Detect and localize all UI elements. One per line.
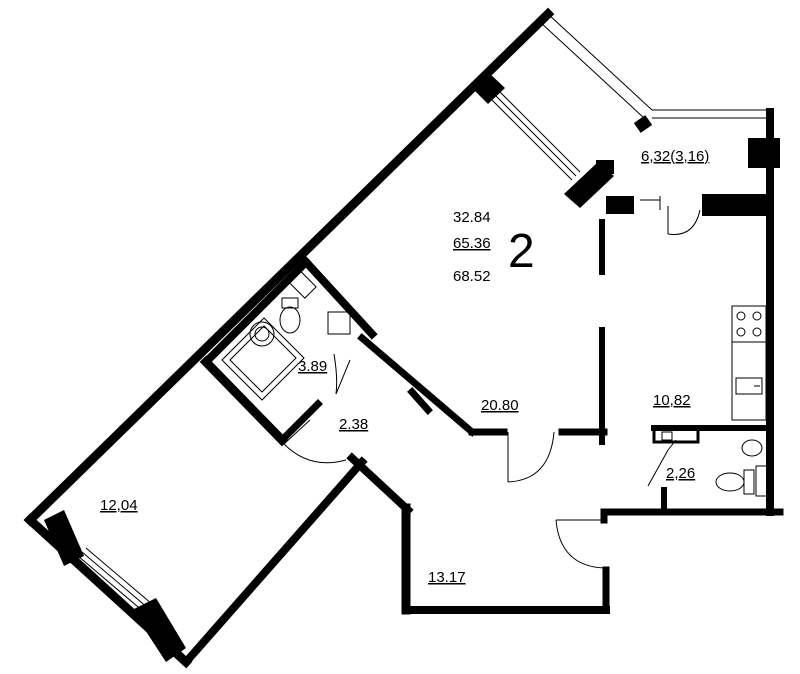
bath-toilet xyxy=(279,297,301,334)
rooms-count-label: 2 xyxy=(508,225,535,278)
living-room-area-label: 20.80 xyxy=(481,397,519,414)
corridor-area-label: 2.38 xyxy=(339,416,368,433)
total-area-label: 65.36 xyxy=(453,235,491,252)
bath-cabinet xyxy=(327,311,351,335)
wc xyxy=(715,469,755,495)
kitchen-counter xyxy=(731,341,767,421)
windows xyxy=(77,91,581,613)
total-with-balcony-label: 68.52 xyxy=(453,268,491,285)
hall-area-label: 13.17 xyxy=(428,569,466,586)
bathroom-fixtures xyxy=(221,269,351,401)
washbasin xyxy=(249,321,275,347)
toilet-fixtures xyxy=(715,439,769,497)
kitchen-area-label: 10,82 xyxy=(653,392,691,409)
stove xyxy=(731,305,767,343)
balcony-outline xyxy=(539,13,770,210)
wc-basin xyxy=(741,439,763,457)
kitchen-sink xyxy=(735,377,763,395)
toilet-area-label: 2,26 xyxy=(666,465,695,482)
wall-blocks xyxy=(44,72,780,662)
bedroom-area-label: 12,04 xyxy=(100,497,138,514)
kitchen-fixtures xyxy=(652,305,767,444)
bathroom-area-label: 3.89 xyxy=(298,358,327,375)
living-area-label: 32.84 xyxy=(453,209,491,226)
doors xyxy=(283,206,701,569)
exterior-walls xyxy=(23,7,784,669)
room-labels: 6,32(3,16) 32.84 65.36 68.52 2 20.80 10,… xyxy=(100,148,709,586)
balcony-area-label: 6,32(3,16) xyxy=(641,148,709,165)
